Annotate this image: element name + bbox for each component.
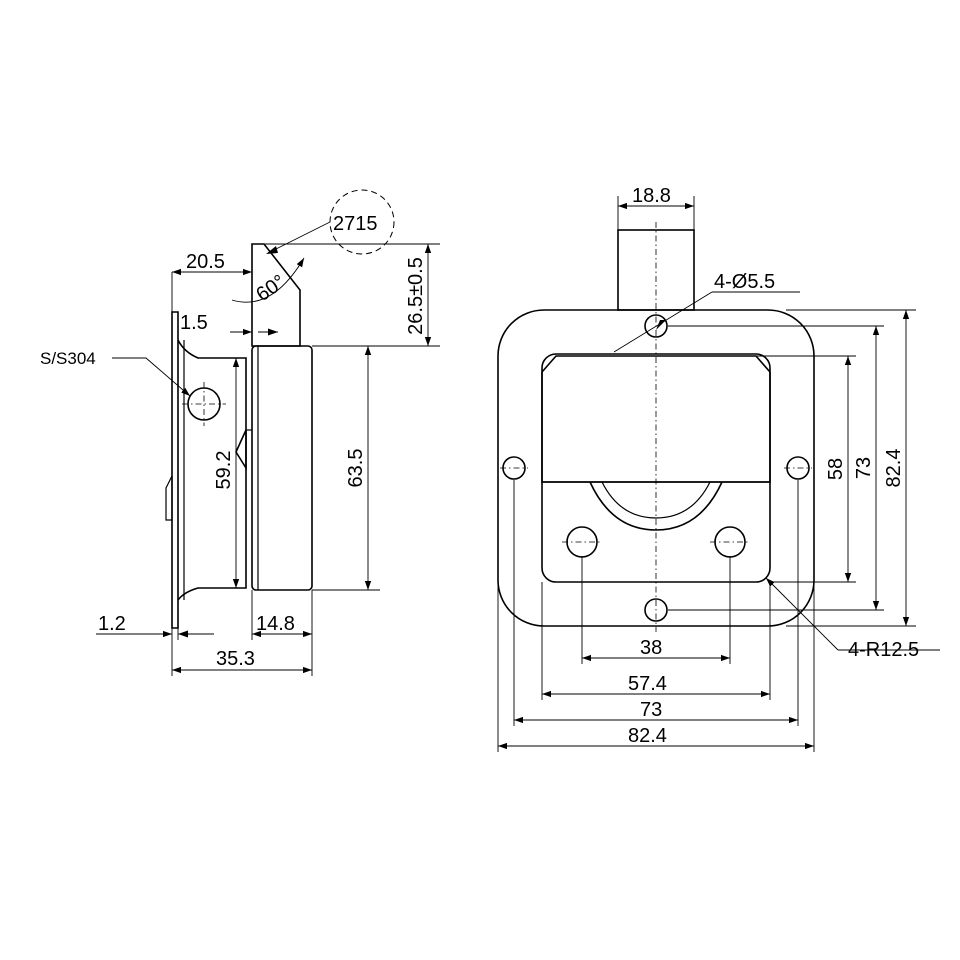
hole-bottom xyxy=(644,598,668,622)
dim-inner-height: 59.2 xyxy=(213,451,235,490)
pan-profile xyxy=(177,339,247,601)
arrow-head xyxy=(266,246,278,254)
detent xyxy=(235,429,247,471)
side-view: S/S304 20.5 1.5 59.2 63.5 26.5±0.5 60° 2… xyxy=(40,189,440,676)
angle-arc xyxy=(231,257,305,303)
dim-top-width: 20.5 xyxy=(186,251,225,273)
dim-overall-height: 82.4 xyxy=(883,449,905,488)
dim-hole-spacing-vertical: 73 xyxy=(853,457,875,479)
flange-plate xyxy=(171,311,179,629)
arrow-head xyxy=(656,320,666,330)
dim-pan-height: 58 xyxy=(825,458,847,480)
dim-hole-spacing-outer: 73 xyxy=(640,699,662,721)
arrow-head xyxy=(178,630,188,638)
dim-body-height: 63.5 xyxy=(345,449,367,488)
material-label: S/S304 xyxy=(40,349,96,368)
cam-top xyxy=(617,229,695,311)
dim-pan-width: 57.4 xyxy=(628,673,667,695)
arrow-head xyxy=(268,328,278,336)
dim-hole-spacing-inner: 38 xyxy=(640,637,662,659)
material-leader xyxy=(112,357,191,397)
side-hole xyxy=(187,387,221,421)
handle-top xyxy=(541,355,771,373)
detail-label: 2715 xyxy=(333,213,378,235)
finger-cut-inner xyxy=(601,481,711,519)
dim-holes: 4-Ø5.5 xyxy=(714,271,775,293)
front-view: 18.8 4-Ø5.5 4-R12.5 38 57.4 73 82.4 58 xyxy=(497,185,940,752)
finger-cut-outer xyxy=(589,481,723,531)
dim-cam-height: 26.5±0.5 xyxy=(405,257,427,335)
dim-overall-width: 82.4 xyxy=(628,725,667,747)
dim-wall-thickness: 1.5 xyxy=(180,312,208,334)
detail-leader xyxy=(269,221,331,253)
hole-top xyxy=(644,314,668,338)
dim-overall-depth: 35.3 xyxy=(216,648,255,670)
radius-leader xyxy=(765,577,839,651)
dim-body-depth: 14.8 xyxy=(256,613,295,635)
cam-plate xyxy=(251,243,301,347)
dim-cam-width: 18.8 xyxy=(632,185,671,207)
dim-corner-radius: 4-R12.5 xyxy=(848,639,919,661)
handle-body xyxy=(251,345,313,591)
dim-flange-thickness: 1.2 xyxy=(98,613,126,635)
flange-clip xyxy=(165,475,173,521)
